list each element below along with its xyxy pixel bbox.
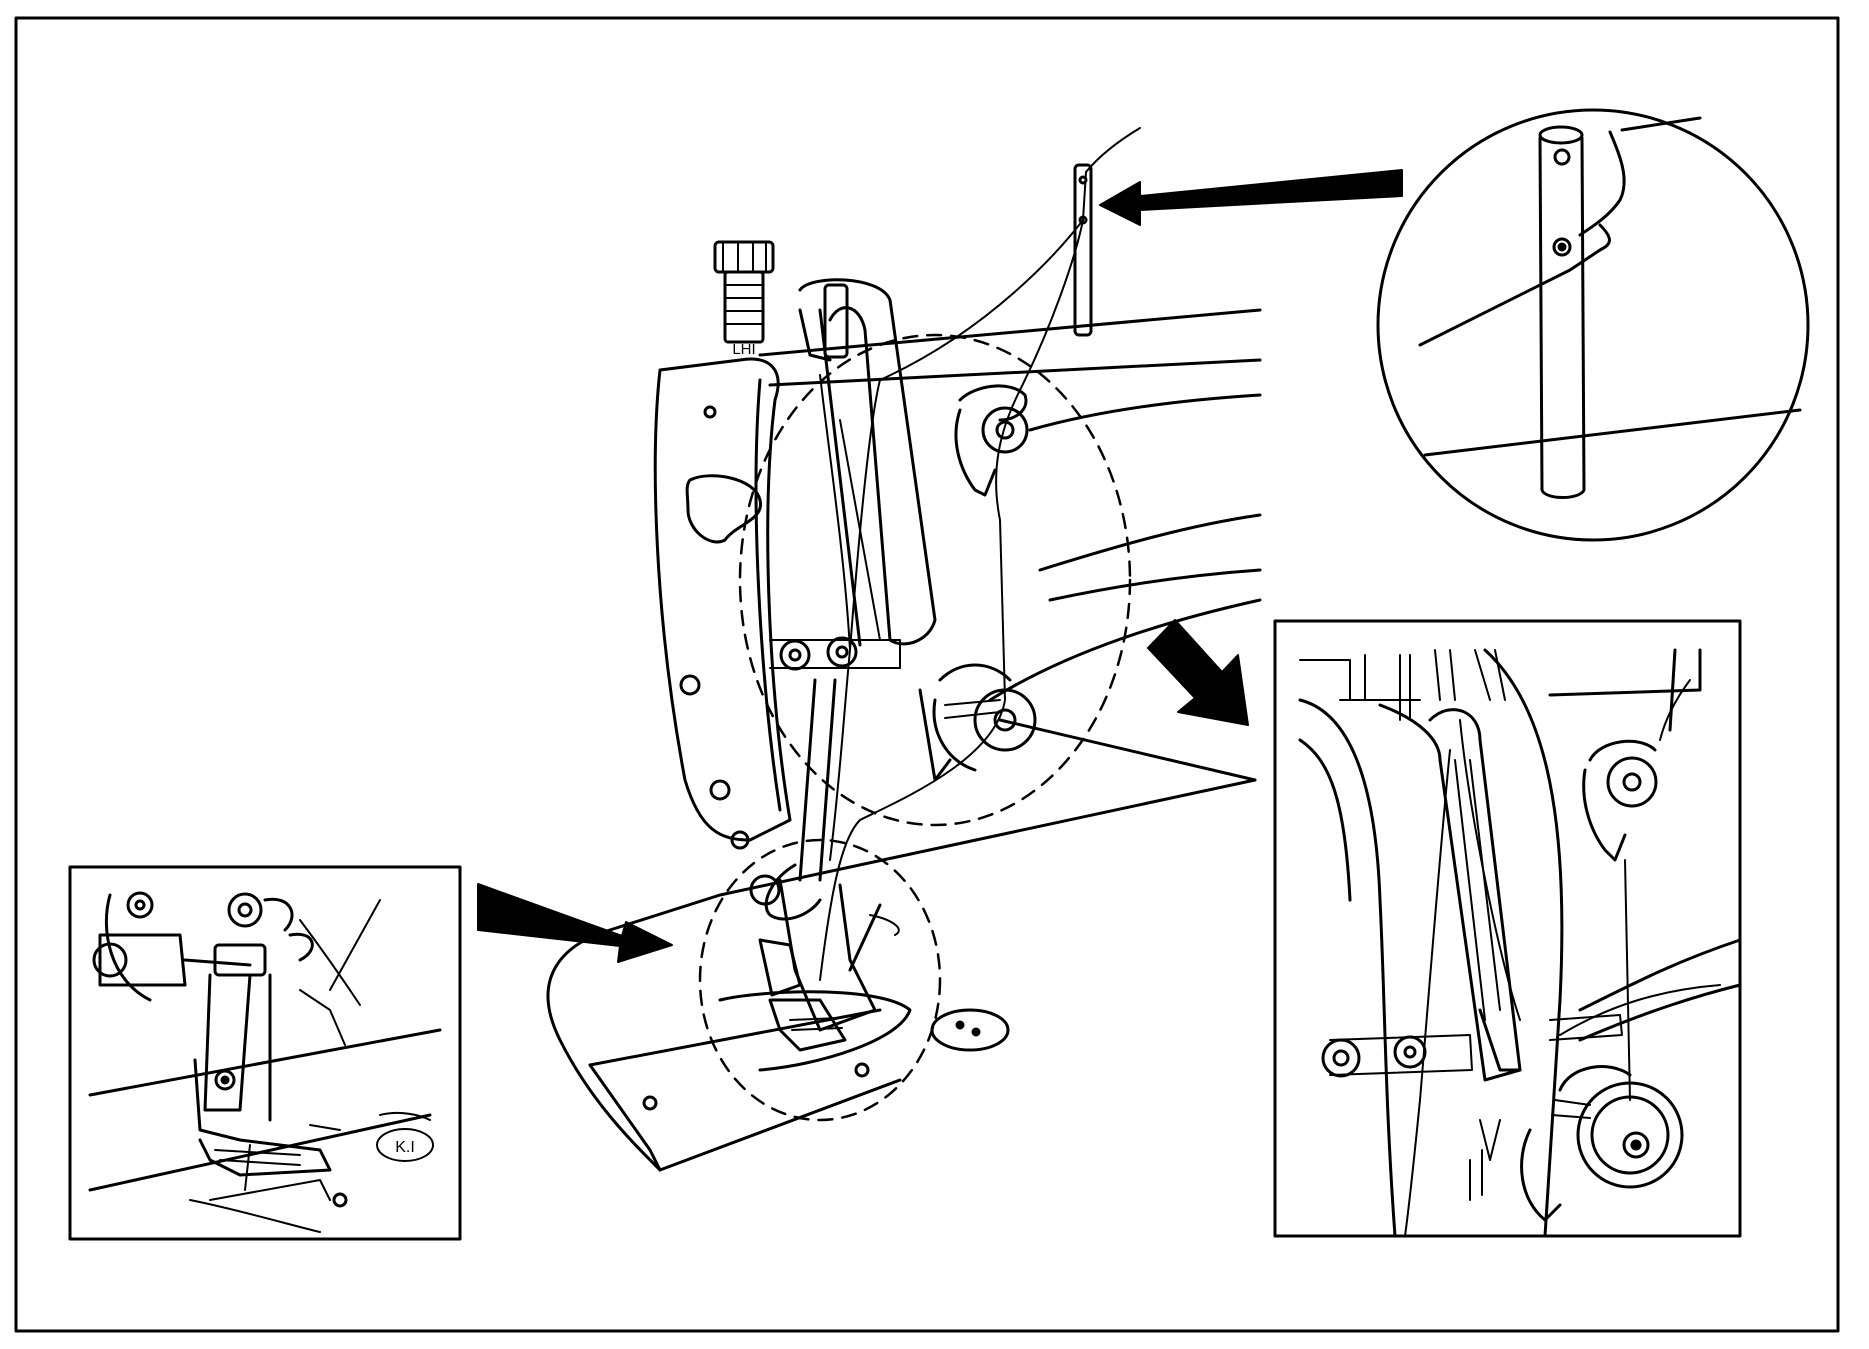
machine-arm-body: [758, 308, 1262, 782]
presser-foot: [758, 938, 847, 1052]
bobbin-cover: [930, 1008, 1010, 1052]
face-plate-handhold: [685, 474, 762, 544]
upper-thread-guide: [954, 384, 1029, 497]
upper-thread-path: [819, 127, 1141, 981]
needle-plate-mark: K.I: [395, 1139, 415, 1156]
outer-frame: [14, 16, 1840, 1333]
face-plate: [653, 357, 792, 842]
tension-area-highlight: [738, 333, 1132, 827]
tension-area-detail: [1273, 619, 1742, 1238]
thread-guide-pin-detail: [1376, 108, 1810, 542]
machine-bed: [546, 778, 1257, 1172]
needle-plate: [718, 990, 912, 1072]
thread-guide-pin: [1073, 163, 1093, 337]
machine-head-mark: LHI: [732, 341, 755, 358]
needle-area-highlight: [698, 838, 942, 1122]
needle-area-detail: K.I: [68, 865, 462, 1241]
machine-head: LHI: [653, 240, 937, 1052]
pressure-regulator-screw: LHI: [713, 240, 775, 358]
arrow-to-tension-detail: [1147, 619, 1249, 726]
arrow-to-thread-guide-pin: [1099, 169, 1403, 226]
arrow-to-needle-area: [477, 883, 673, 963]
